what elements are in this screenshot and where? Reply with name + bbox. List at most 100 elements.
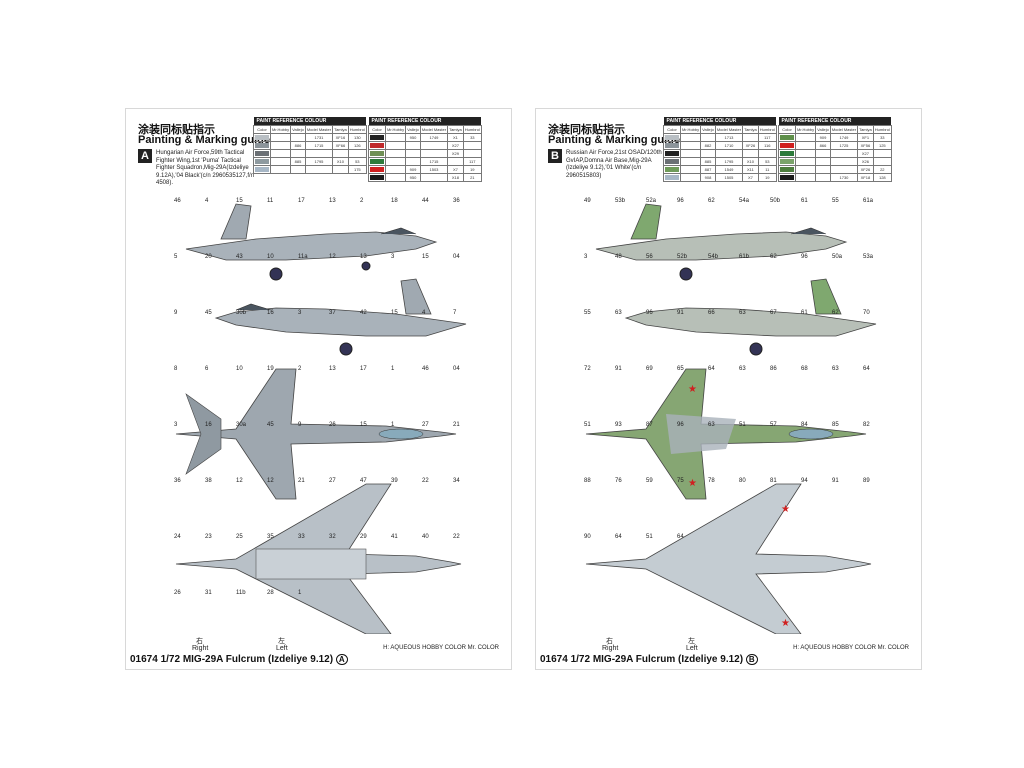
paint-code — [304, 149, 334, 158]
callout-number: 51 — [584, 422, 591, 428]
paint-code: 950 — [405, 173, 421, 182]
callout-number: 9 — [298, 422, 302, 428]
callout-number: 63 — [739, 366, 746, 372]
paint-code — [269, 133, 292, 142]
callout-number: 61b — [739, 254, 750, 260]
column-header: Humbrol — [757, 125, 777, 134]
callout-number: 96 — [646, 310, 653, 316]
callout-number: 93 — [615, 422, 622, 428]
color-swatch — [255, 150, 269, 156]
paint-code — [384, 157, 407, 166]
paint-code: 1715 — [304, 141, 334, 150]
label-left-cn: 左 — [278, 638, 285, 645]
paint-code: XF1 — [857, 133, 874, 142]
callout-number: 18 — [391, 198, 398, 204]
table-header: PAINT REFERENCE COLOUR — [663, 117, 777, 126]
footer-mark: A — [335, 654, 348, 665]
paint-code: X18 — [447, 173, 464, 182]
callout-number: 25 — [236, 534, 243, 540]
paint-code: X7 — [447, 165, 464, 174]
callout-number: 37 — [329, 310, 336, 316]
callout-number: 48 — [615, 254, 622, 260]
paint-code — [347, 149, 367, 158]
paint-code: 1730 — [829, 173, 859, 182]
label-left: Left — [686, 645, 698, 652]
callout-number: 84 — [801, 422, 808, 428]
callout-number: 43 — [236, 254, 243, 260]
color-swatch — [780, 174, 794, 180]
paint-code: 130 — [347, 133, 367, 142]
paint-code — [405, 141, 421, 150]
callout-number: 12 — [329, 254, 336, 260]
callout-number: 68 — [801, 366, 808, 372]
callout-number: 32 — [329, 534, 336, 540]
red-star-icon: ★ — [781, 618, 790, 629]
column-header: Color — [663, 125, 681, 134]
callout-number: 64 — [615, 534, 622, 540]
paint-code: X10 — [332, 157, 349, 166]
paint-code: 866 — [815, 141, 831, 150]
paint-code — [742, 149, 759, 158]
callout-number: 63 — [739, 310, 746, 316]
paint-code — [679, 149, 702, 158]
callout-number: 64 — [863, 366, 870, 372]
callout-number: 50a — [832, 254, 843, 260]
sheet-footer: 01674 1/72 MIG-29A Fulcrum (Izdeliye 9.1… — [130, 654, 348, 665]
instruction-sheet-b: 涂装同标贴指示 Painting & Marking guide B Russi… — [535, 108, 922, 670]
paint-code — [829, 149, 859, 158]
paint-code: 1749 — [829, 133, 859, 142]
label-left-cn: 左 — [688, 638, 695, 645]
aircraft-side-view-left — [595, 203, 848, 281]
color-swatch — [370, 158, 384, 164]
callout-number: 1 — [298, 590, 302, 596]
column-header: Model Master — [419, 125, 449, 134]
callout-number: 89 — [863, 478, 870, 484]
scheme-badge: A — [138, 149, 152, 163]
callout-number: 27 — [422, 422, 429, 428]
callout-number: 65 — [677, 366, 684, 372]
paint-code: XF16 — [332, 133, 349, 142]
paint-code — [815, 165, 831, 174]
color-swatch — [370, 134, 384, 140]
paint-code: 11 — [757, 165, 777, 174]
paint-code: 33 — [872, 133, 892, 142]
paint-code: X27 — [447, 141, 464, 150]
instruction-sheet-a: 涂装同标贴指示 Painting & Marking guide A Hunga… — [125, 108, 512, 670]
paint-code: 1731 — [304, 133, 334, 142]
callout-number: 24 — [174, 534, 181, 540]
column-header: Tamiya — [742, 125, 759, 134]
paint-code — [679, 165, 702, 174]
callout-number: 36 — [453, 198, 460, 204]
title-chinese: 涂装同标贴指示 — [138, 124, 215, 136]
callout-number: 91 — [615, 366, 622, 372]
paint-code — [794, 149, 817, 158]
paint-code — [829, 157, 859, 166]
color-swatch — [780, 142, 794, 148]
callout-number: 82 — [863, 422, 870, 428]
aircraft-top-view — [175, 368, 457, 500]
paint-code — [700, 133, 716, 142]
paint-code — [794, 157, 817, 166]
paint-row: X27 — [778, 149, 892, 158]
callout-number: 04 — [453, 366, 460, 372]
callout-number: 26 — [174, 590, 181, 596]
paint-row: X29 — [368, 149, 482, 158]
paint-code: X10 — [742, 157, 759, 166]
paint-code: 1503 — [419, 165, 449, 174]
paint-row — [663, 149, 777, 158]
column-header: Tamiya — [857, 125, 874, 134]
callout-number: 8 — [174, 366, 178, 372]
callout-number: 26 — [329, 422, 336, 428]
